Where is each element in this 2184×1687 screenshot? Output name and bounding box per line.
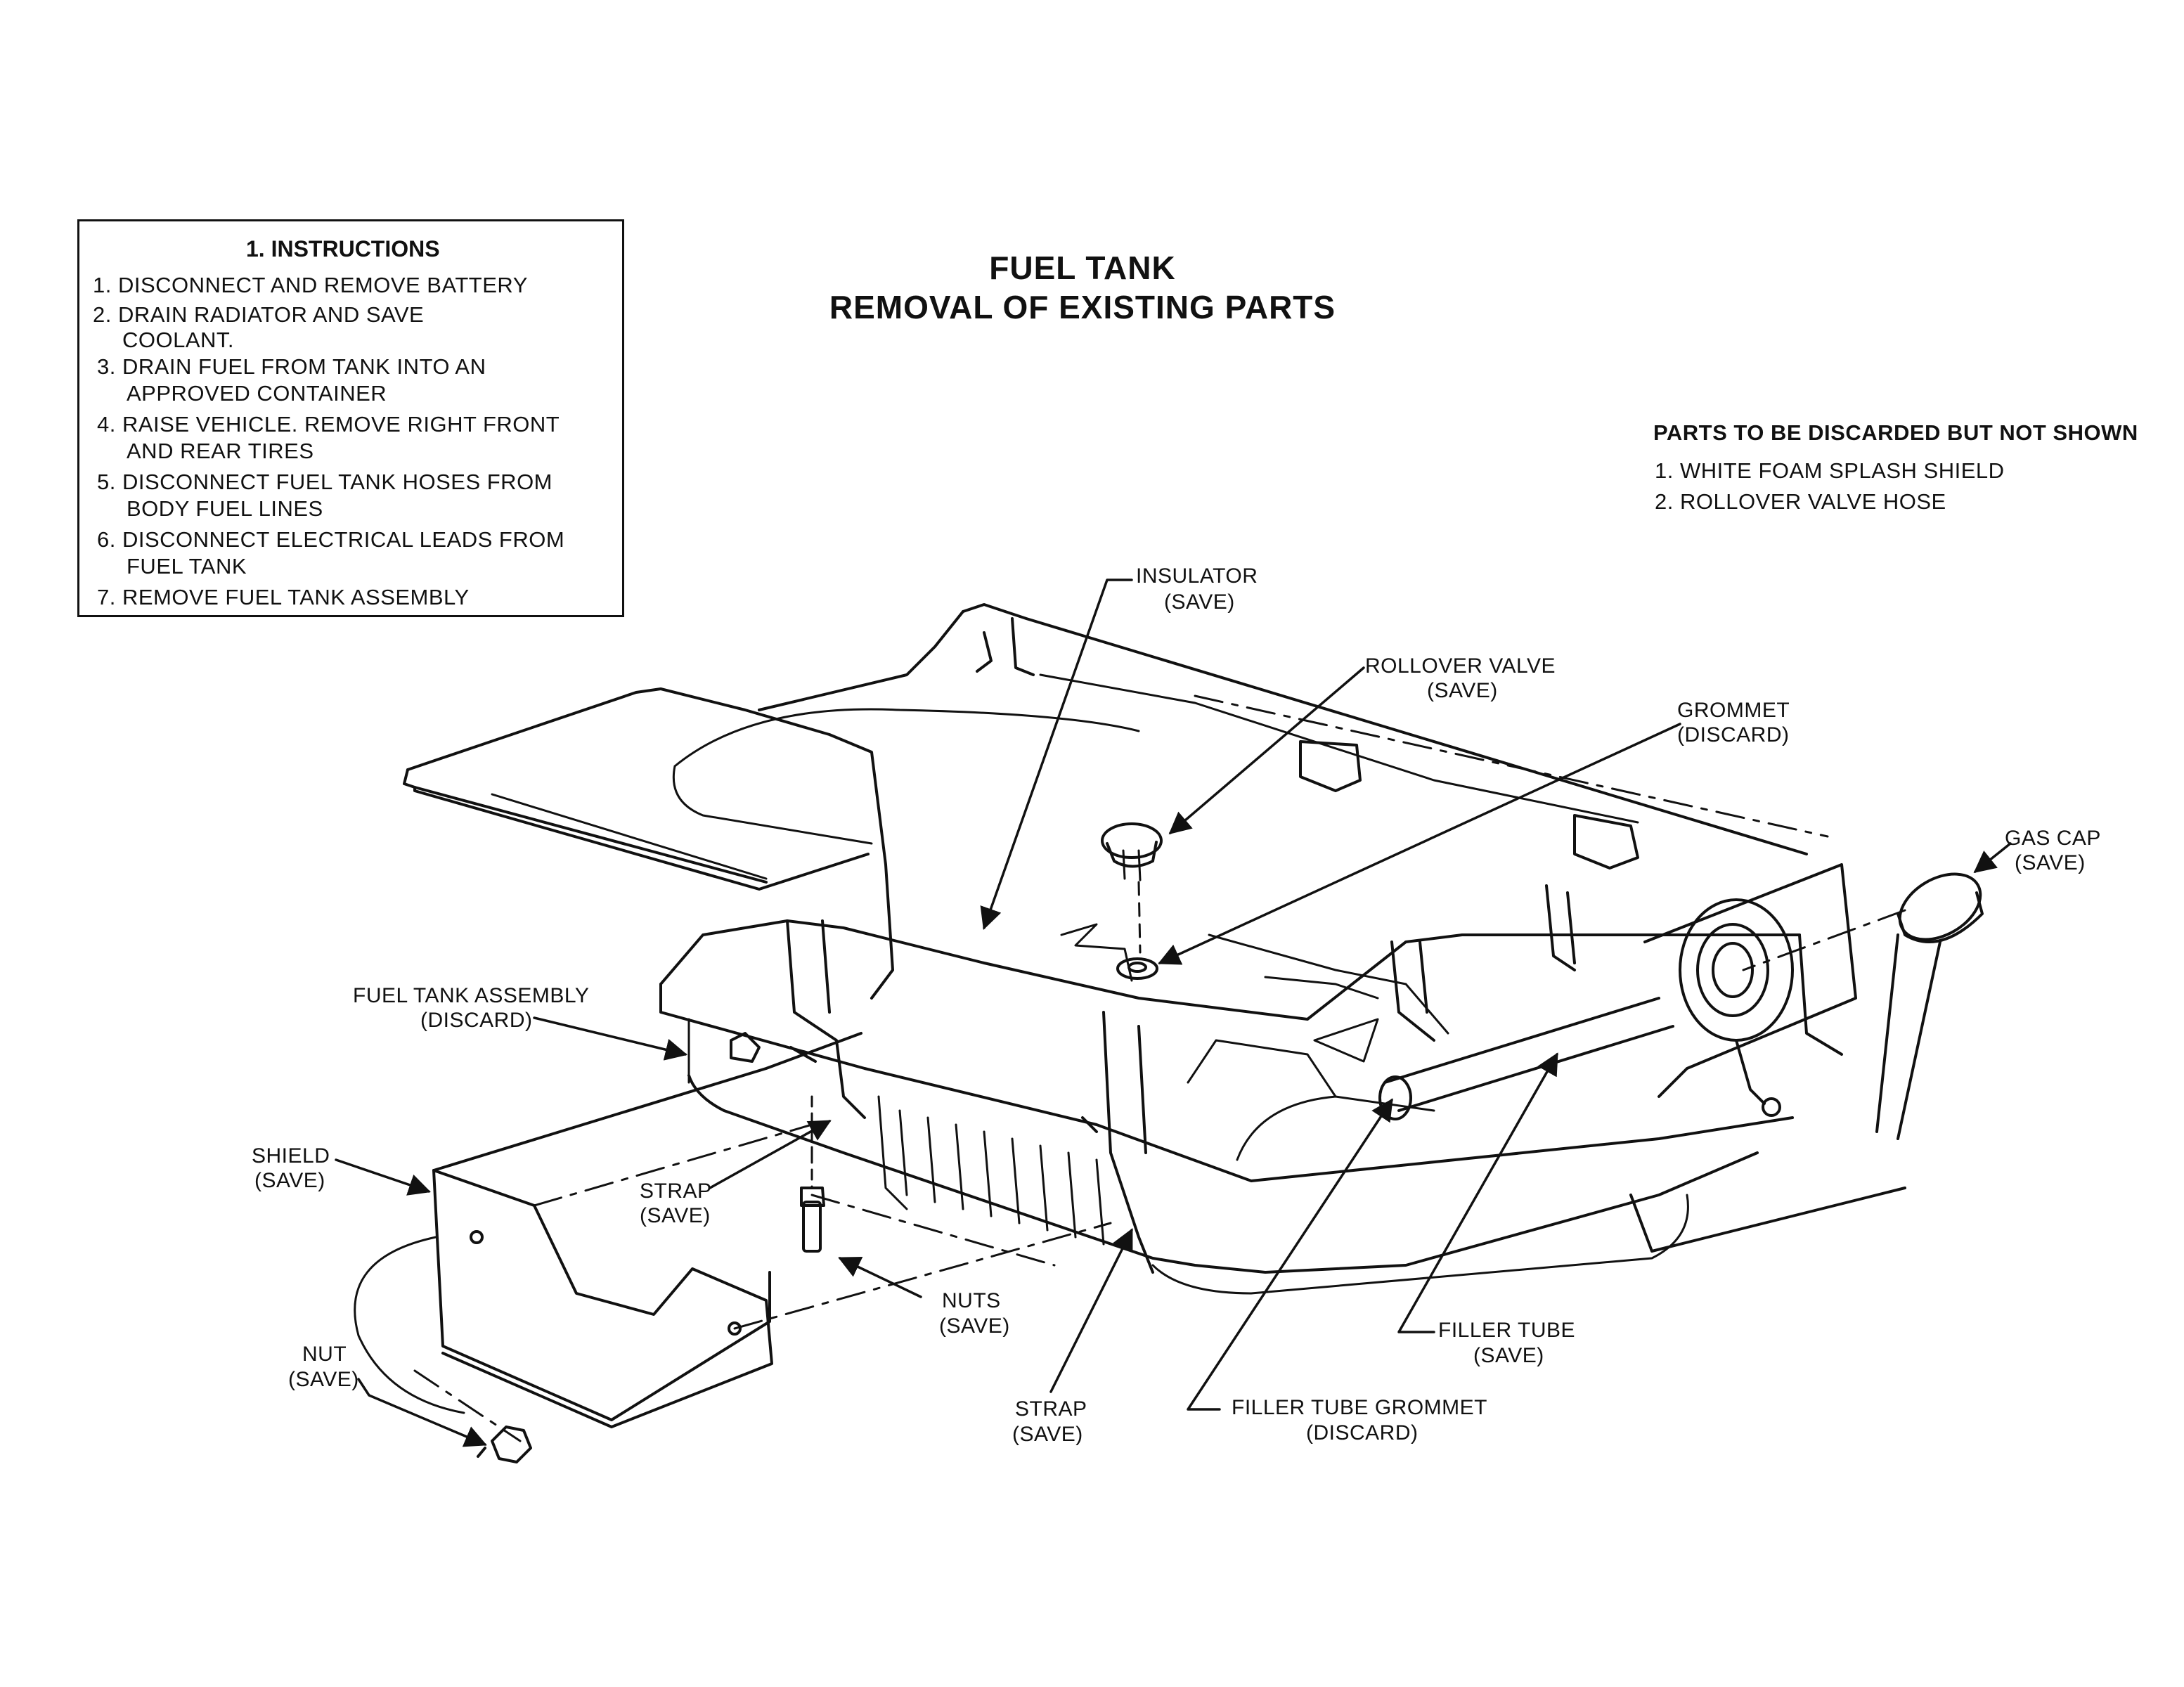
callout-filler-tube-grommet: FILLER TUBE GROMMET (1232, 1396, 1487, 1419)
callout-rollover-valve: ROLLOVER VALVE (1365, 654, 1556, 678)
callout-strap-bottom: STRAP (1015, 1397, 1087, 1421)
callout-filler-tube-grommet-status: (DISCARD) (1306, 1421, 1419, 1444)
callout-nuts-status: (SAVE) (939, 1314, 1010, 1338)
vehicle-floor-pan (758, 603, 1829, 870)
page-title-line-2: REMOVAL OF EXISTING PARTS (829, 289, 1336, 325)
callout-insulator: INSULATOR (1136, 564, 1258, 588)
callout-nut-status: (SAVE) (288, 1368, 359, 1391)
callout-fuel-tank-assembly-status: (DISCARD) (420, 1009, 533, 1032)
instruction-line: COOLANT. (122, 328, 235, 352)
page-title-line-1: FUEL TANK (989, 250, 1176, 286)
tank-mount-hardware (730, 1032, 1098, 1267)
instruction-line: BODY FUEL LINES (127, 496, 323, 521)
callout-nuts: NUTS (942, 1289, 1001, 1312)
alignment-lines (533, 1123, 1112, 1330)
callout-fuel-tank-assembly: FUEL TANK ASSEMBLY (353, 984, 590, 1007)
callout-grommet-status: (DISCARD) (1677, 723, 1790, 746)
callout-filler-tube: FILLER TUBE (1438, 1319, 1576, 1342)
discarded-part-item: 2. ROLLOVER VALVE HOSE (1655, 489, 1946, 514)
shield-shape (354, 1032, 862, 1442)
instruction-line: 1. DISCONNECT AND REMOVE BATTERY (93, 273, 528, 297)
filler-flange-shape (1679, 898, 1794, 1117)
callout-strap-left-status: (SAVE) (640, 1204, 711, 1227)
callout-strap-bottom-status: (SAVE) (1012, 1423, 1083, 1446)
filler-support-bracket (1629, 1187, 1906, 1253)
instructions-panel (77, 219, 624, 617)
instruction-line: 6. DISCONNECT ELECTRICAL LEADS FROM (97, 527, 565, 552)
insulator-shape (403, 687, 1140, 1000)
discarded-parts-heading: PARTS TO BE DISCARDED BUT NOT SHOWN (1653, 420, 2138, 445)
callout-filler-tube-status: (SAVE) (1473, 1344, 1544, 1367)
filler-tube-shape (1378, 863, 1857, 1120)
fuel-tank-body (659, 919, 1801, 1295)
instruction-line: AND REAR TIRES (127, 439, 314, 463)
callout-grommet: GROMMET (1677, 699, 1790, 722)
discarded-part-item: 1. WHITE FOAM SPLASH SHIELD (1655, 458, 2005, 483)
lone-nut-shape (477, 1426, 532, 1463)
callout-strap-left: STRAP (640, 1179, 712, 1203)
callout-shield: SHIELD (252, 1144, 330, 1168)
grommet-shape (1116, 957, 1158, 980)
callout-gas-cap: GAS CAP (2005, 827, 2101, 850)
gas-cap-shape (1875, 872, 1984, 1140)
leader-lines (335, 579, 2012, 1447)
instruction-line: 2. DRAIN RADIATOR AND SAVE (93, 302, 425, 327)
instruction-line: 4. RAISE VEHICLE. REMOVE RIGHT FRONT (97, 412, 560, 437)
instruction-line: 7. REMOVE FUEL TANK ASSEMBLY (97, 585, 470, 609)
callout-shield-status: (SAVE) (254, 1169, 325, 1192)
instruction-line: APPROVED CONTAINER (127, 381, 387, 406)
instructions-heading: 1. INSTRUCTIONS (246, 236, 440, 261)
callout-rollover-valve-status: (SAVE) (1427, 679, 1498, 702)
instruction-line: 5. DISCONNECT FUEL TANK HOSES FROM (97, 470, 553, 494)
instruction-line: FUEL TANK (127, 554, 247, 579)
rollover-valve-shape (1101, 822, 1163, 954)
callout-nut: NUT (302, 1343, 347, 1366)
callout-gas-cap-status: (SAVE) (2015, 851, 2086, 874)
instruction-line: 3. DRAIN FUEL FROM TANK INTO AN (97, 354, 486, 379)
tank-straps (786, 884, 1576, 1274)
callout-insulator-status: (SAVE) (1164, 590, 1235, 614)
